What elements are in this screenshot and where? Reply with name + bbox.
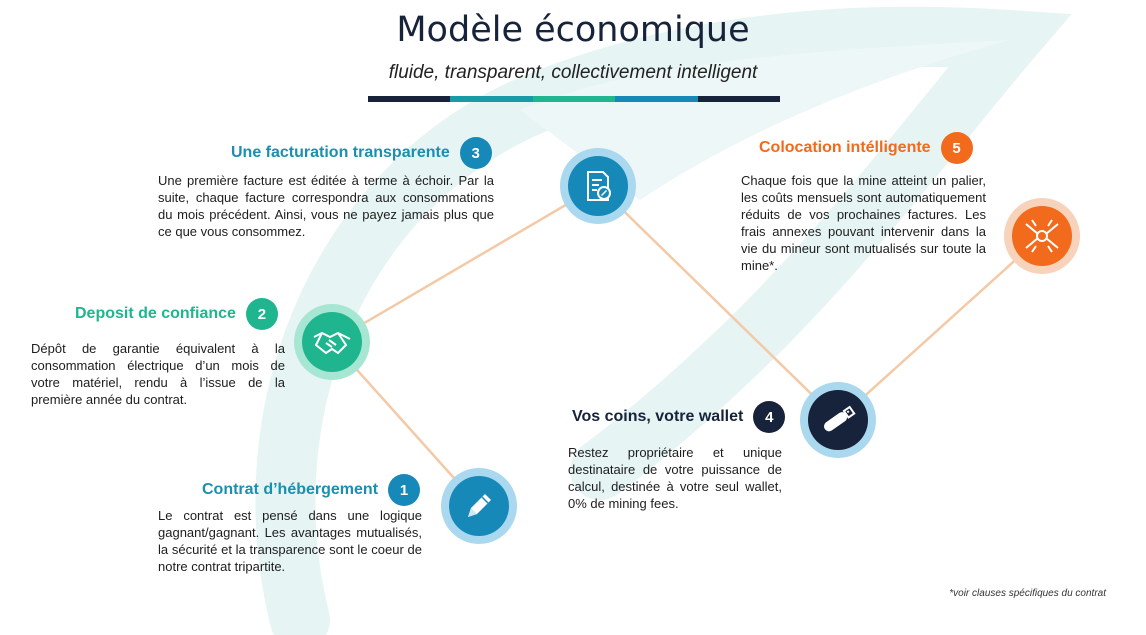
usb-wallet-icon (823, 405, 856, 432)
invoice-icon (587, 171, 611, 201)
step-1-description: Le contrat est pensé dans une logique ga… (158, 508, 422, 574)
page-subtitle: fluide, transparent, collectivement inte… (388, 62, 758, 83)
step-2-description: Dépôt de garantie équivalent à la consom… (31, 341, 285, 407)
step-4-title: Vos coins, votre wallet (572, 408, 744, 425)
step-3-number-badge: 3 (459, 137, 492, 169)
step-1-title: Contrat d’hébergement (202, 481, 379, 498)
step-3-heading: Une facturation transparente 3 (231, 137, 492, 169)
step-3-description: Une première facture est éditée à terme … (158, 173, 494, 239)
step-5-icon-node (1004, 198, 1080, 274)
teamwork-hands-icon (1025, 219, 1059, 253)
step-4-number-badge: 4 (753, 401, 786, 433)
step-3-title: Une facturation transparente (231, 144, 450, 161)
handshake-icon (313, 331, 351, 355)
pencil-icon (468, 494, 491, 517)
step-5-description: Chaque fois que la mine atteint un palie… (741, 173, 986, 273)
step-5-heading: Colocation intélligente 5 (759, 132, 973, 164)
footnote: *voir clauses spécifiques du contrat (949, 588, 1106, 599)
page-title: Modèle économique (396, 10, 750, 50)
step-1-icon-node (441, 468, 517, 544)
step-5-title: Colocation intélligente (759, 139, 931, 156)
step-2-title: Deposit de confiance (75, 305, 236, 322)
step-5-number-badge: 5 (940, 132, 973, 164)
step-2-icon-node (294, 304, 370, 380)
step-4-icon-node (800, 382, 876, 458)
step-4-heading: Vos coins, votre wallet 4 (572, 401, 786, 433)
step-2-heading: Deposit de confiance 2 (75, 298, 278, 330)
step-1-heading: Contrat d’hébergement 1 (202, 474, 421, 506)
step-2-number-badge: 2 (245, 298, 278, 330)
step-1-number-badge: 1 (388, 474, 421, 506)
color-bar-divider (368, 96, 781, 102)
connector-line-3-4 (597, 185, 839, 421)
step-4-description: Restez propriétaire et unique destinatai… (568, 445, 782, 511)
connector-line-4-5 (837, 235, 1043, 421)
step-3-icon-node (560, 148, 636, 224)
connector-line-2-3 (331, 184, 599, 344)
